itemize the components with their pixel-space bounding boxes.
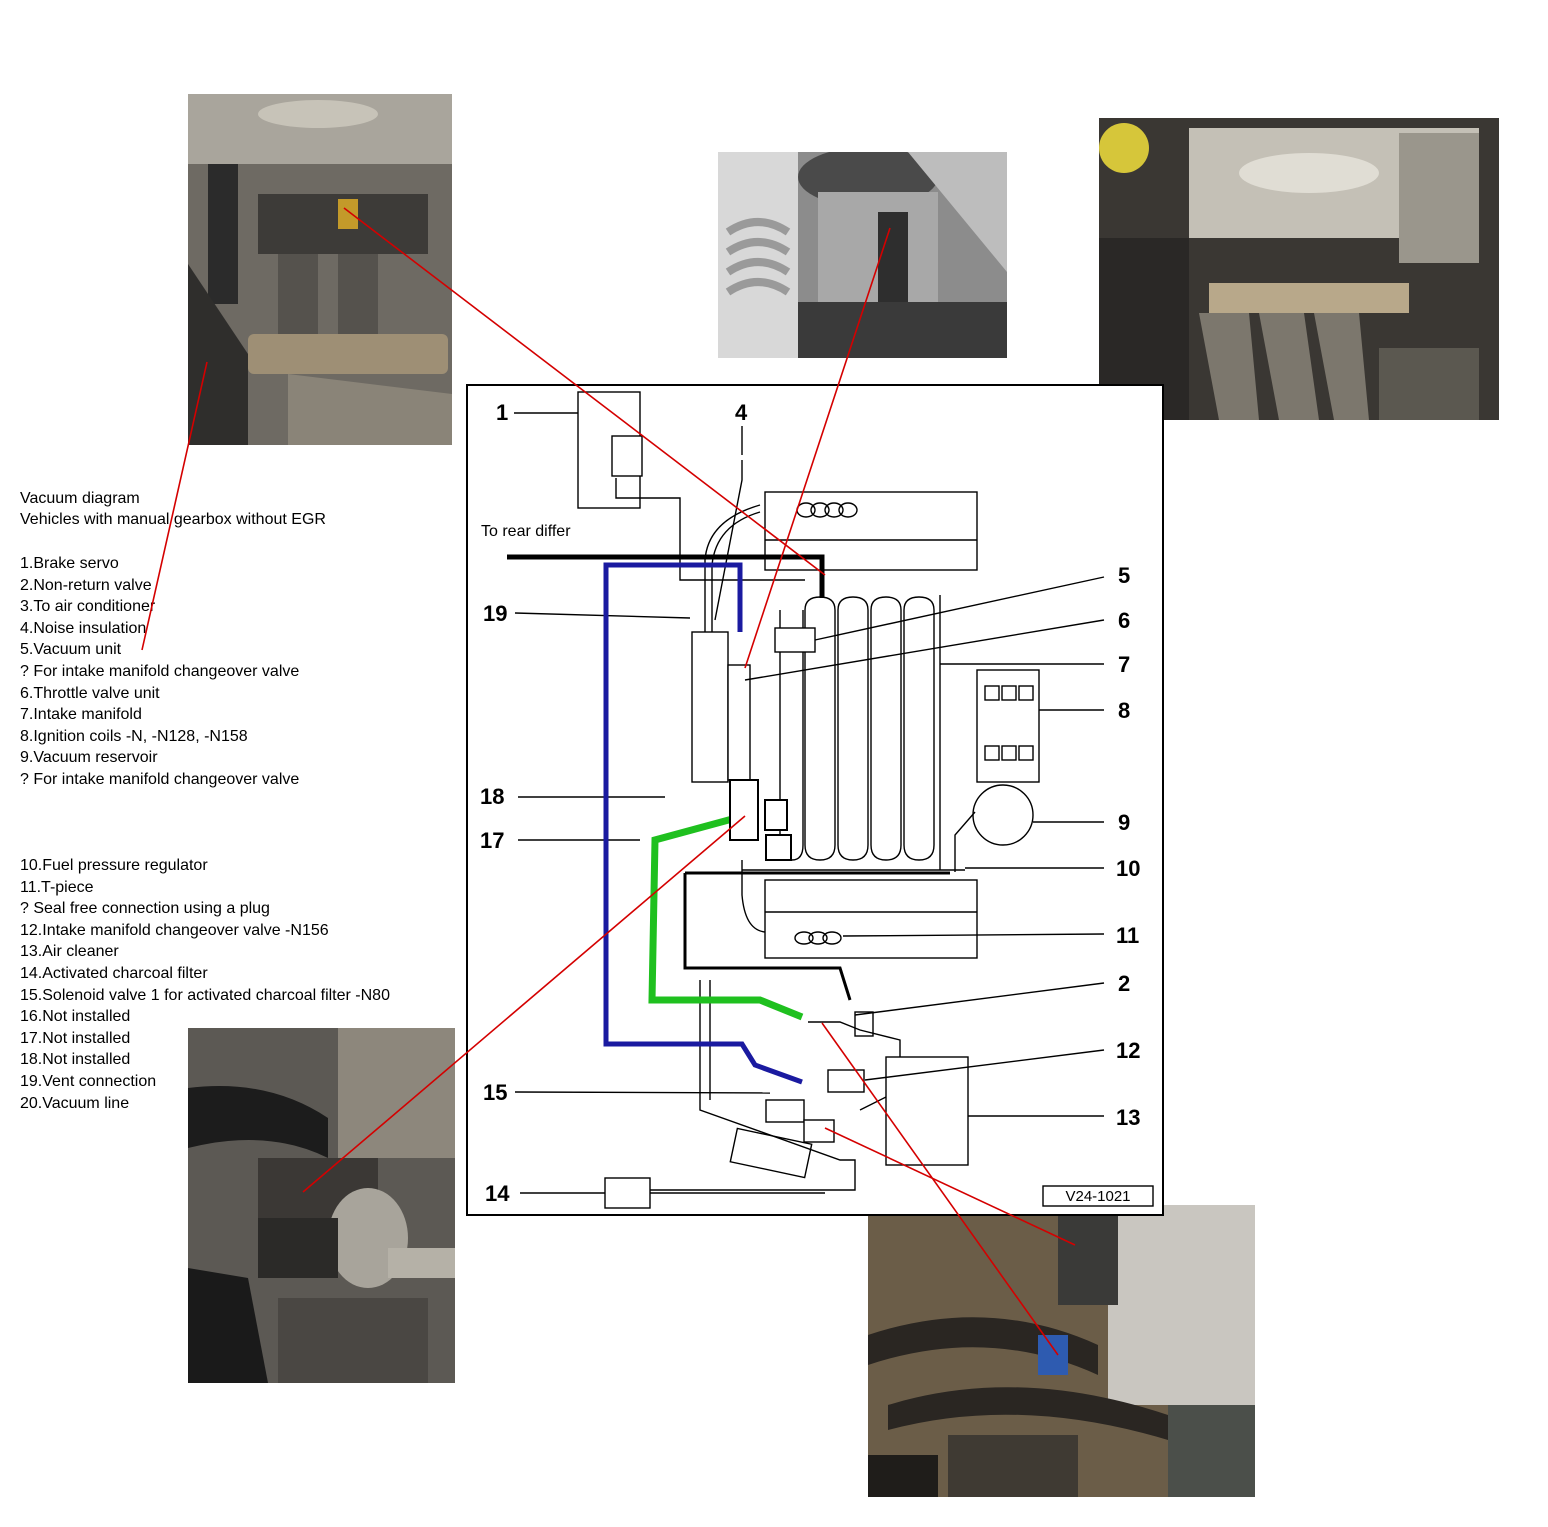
legend-item: 6.Throttle valve unit [20, 684, 160, 702]
photo-bottom-right-engine [868, 1205, 1255, 1497]
legend-item: ? For intake manifold changeover valve [20, 663, 300, 680]
photo-top-left-engine [188, 94, 452, 445]
photo-top-center-engine [718, 152, 1007, 358]
legend-item: 17.Not installed [20, 1029, 131, 1047]
legend-item: ? Seal free connection using a plug [20, 900, 270, 918]
vacuum-diagram-panel [466, 384, 1164, 1216]
legend-item: 15.Solenoid valve 1 for activated charco… [20, 986, 390, 1004]
legend-item: 13.Air cleaner [20, 943, 119, 961]
legend-item: 20.Vacuum line [20, 1094, 130, 1112]
legend-item: 4.Noise insulation [20, 619, 147, 637]
legend-item: 2.Non-return valve [20, 576, 152, 594]
legend-item: 10.Fuel pressure regulator [20, 857, 208, 874]
photo-top-right-engine [1099, 118, 1499, 420]
legend-title: Vacuum diagram [20, 490, 140, 507]
legend-item: 18.Not installed [20, 1051, 131, 1069]
photo-bottom-left-engine [188, 1028, 455, 1383]
legend-subtitle: Vehicles with manual gearbox without EGR [20, 511, 326, 528]
legend-item: 14.Activated charcoal filter [20, 965, 208, 982]
legend-item: 12.Intake manifold changeover valve -N15… [20, 921, 329, 939]
legend-item: 7.Intake manifold [20, 706, 142, 724]
legend-item: 1.Brake servo [20, 555, 119, 572]
legend-item: ? For intake manifold changeover valve [20, 771, 300, 788]
legend-item: 8.Ignition coils -N, -N128, -N158 [20, 727, 248, 745]
legend-item: 19.Vent connection [20, 1073, 157, 1090]
legend-item: 16.Not installed [20, 1008, 131, 1026]
legend-item: 9.Vacuum reservoir [20, 749, 158, 767]
legend-item: 5.Vacuum unit [20, 641, 122, 659]
legend-item: 3.To air conditioner [20, 598, 156, 616]
legend-item: 11.T-piece [20, 878, 94, 896]
